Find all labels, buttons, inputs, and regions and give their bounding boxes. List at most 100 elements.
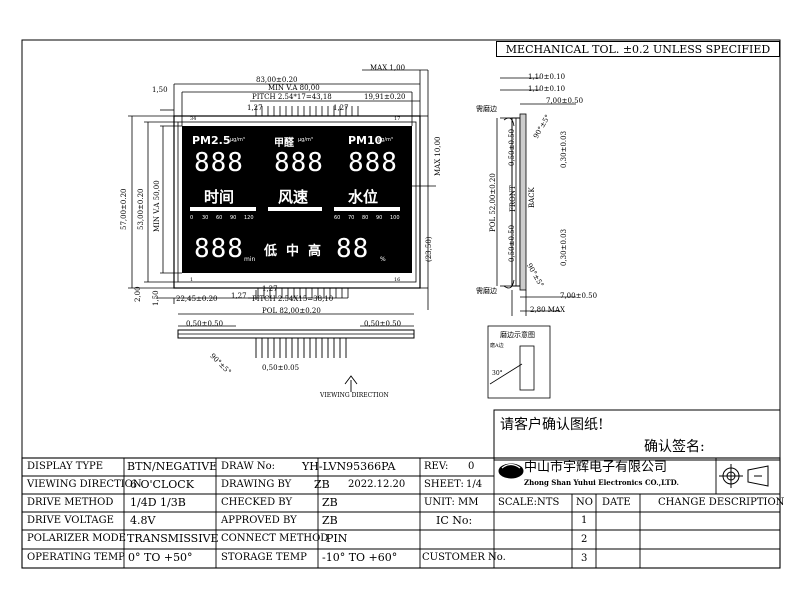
projection-symbol-icon (719, 464, 769, 488)
bar-mid (268, 207, 322, 211)
display-type-value: BTN/NEGATIVE (127, 460, 218, 473)
company-name-cn: 中山市宇辉电子有限公司 (524, 460, 668, 475)
top-pins (255, 106, 359, 116)
dim-pol-width: POL 82,00±0.20 (262, 307, 321, 315)
polarizer-mode-label: POLARIZER MODE (27, 533, 126, 544)
dim-left-margin: 1,50 (152, 86, 168, 94)
side-dim-v4: 0,30±0.03 (560, 228, 568, 266)
grind-top-label: 需磨边 (476, 105, 497, 113)
polarizer-mode-value: TRANSMISSIVE (127, 532, 219, 545)
min-unit: min (244, 256, 256, 263)
digits-pm25: 888 (194, 148, 244, 178)
dim-pin-width-top-b: 1,27 (333, 104, 349, 112)
pm10-label: PM10 (348, 134, 383, 147)
wind-label: 风速 (278, 188, 309, 206)
dim-pin-pitch-small: 0,50±0.05 (262, 364, 300, 372)
lcd-inner (177, 121, 417, 283)
pm10-unit: μg/m³ (378, 137, 393, 143)
dim-max-right: MAX 10,00 (434, 136, 442, 176)
formaldehyde-unit: μg/m³ (298, 137, 313, 143)
pin-label-16: 16 (394, 277, 401, 283)
viewing-area (182, 126, 412, 273)
dim-max-top: MAX 1,00 (370, 64, 406, 72)
side-dim-1: 1,10±0.10 (528, 73, 566, 81)
connect-method-label: CONNECT METHOD (221, 533, 329, 544)
viewing-direction-label-cell: VIEWING DIRECTION (27, 479, 142, 490)
scale-right-80: 80 (362, 215, 369, 221)
drawing-date: 2022.12.20 (348, 479, 406, 490)
sheet-label: SHEET: (424, 479, 464, 490)
checked-by-value: ZB (322, 496, 338, 509)
scale-left-90: 90 (230, 215, 237, 221)
dim-va-height: MIN V.A 50,00 (153, 180, 161, 232)
side-pol: POL 52,00±0.20 (489, 173, 497, 232)
dim-offset-bottom-left: 22,45±0.20 (176, 295, 218, 303)
sheet-value: 1/4 (466, 479, 483, 490)
lcd-glass (173, 115, 421, 289)
front-view (128, 69, 436, 392)
storage-temp-label: STORAGE TEMP (221, 552, 307, 563)
inset-sub: 磨A边 (490, 343, 504, 349)
viewing-direction-arrow (344, 375, 358, 392)
bottom-pins (257, 288, 349, 298)
unit-label: UNIT: MM (424, 497, 479, 508)
side-dim-2: 1,10±0.10 (528, 85, 566, 93)
viewing-direction-label: VIEWING DIRECTION (320, 392, 389, 399)
speed-high: 高 (308, 244, 322, 259)
approved-by-label: APPROVED BY (221, 515, 297, 526)
digits-formaldehyde: 888 (274, 148, 324, 178)
side-dim-b1: 7,00±0.50 (560, 292, 598, 300)
scale-right-70: 70 (348, 215, 355, 221)
side-dim-v1: 0,50±0.50 (508, 128, 516, 166)
side-view (487, 77, 576, 399)
draw-no-value: YH-LVN95366PA (302, 460, 396, 473)
pm25-unit: μg/m³ (230, 137, 245, 143)
drawing-by-value: ZB (314, 478, 330, 491)
scale-right-100: 100 (390, 215, 400, 221)
viewing-direction-value: 6 O'CLOCK (130, 478, 194, 491)
dim-pitch-bottom: PITCH 2.54X15=38,10 (252, 295, 334, 303)
ic-no-label: IC No: (436, 514, 473, 527)
no-header: NO (576, 497, 593, 508)
digits-time: 888 (194, 234, 244, 264)
digits-water: 88 (336, 234, 370, 264)
front-label: FRONT (509, 185, 517, 212)
edge-view-pins (255, 338, 347, 358)
dim-pin-width-bottom-b: 1,27 (231, 292, 247, 300)
scale-left-60: 60 (216, 215, 223, 221)
change-description-header: CHANGE DESCRIPTION (658, 497, 785, 508)
percent-unit: % (380, 256, 386, 263)
back-label: BACK (528, 187, 536, 208)
pm25-label: PM2.5 (192, 134, 231, 147)
company-name-en: Zhong Shan Yuhui Electronics CO.,LTD. (524, 478, 679, 487)
grinding-inset (487, 325, 551, 399)
date-header: DATE (602, 497, 631, 508)
dim-bottom-gap-b: 1,50 (152, 290, 160, 306)
rev-label: REV: (424, 461, 449, 472)
dim-offset-top-right: 19,91±0.20 (364, 93, 406, 101)
dim-pitch-top: PITCH 2.54*17=43,18 (252, 93, 332, 101)
digits-pm10: 888 (348, 148, 398, 178)
dim-bottom-gap: 2,00 (134, 286, 142, 302)
scale-left-120: 120 (244, 215, 254, 221)
company-logo (498, 463, 524, 479)
pin-label-17: 17 (394, 116, 401, 122)
checked-by-label: CHECKED BY (221, 497, 293, 508)
scale-label: SCALE:NTS (498, 497, 560, 508)
pin-label-34: 34 (190, 116, 197, 122)
storage-temp-value: -10° TO +60° (322, 551, 398, 564)
rev-value: 0 (468, 461, 475, 472)
drive-method-value: 1/4D 1/3B (130, 496, 186, 509)
row-no-2: 2 (581, 534, 588, 545)
title-block-grid (21, 457, 781, 569)
side-dim-v3: 0,50±0.50 (508, 224, 516, 262)
bar-right (334, 207, 400, 211)
dim-pin-length: (23,50) (425, 236, 433, 262)
scale-left-30: 30 (202, 215, 209, 221)
confirm-sign: 确认签名: (644, 439, 705, 455)
lcd-segments: PM2.5 μg/m³ 甲醛 μg/m³ PM10 μg/m³ 888 888 … (182, 126, 412, 273)
grind-bottom-label: 需磨边 (476, 287, 497, 295)
scale-right-60: 60 (334, 215, 341, 221)
